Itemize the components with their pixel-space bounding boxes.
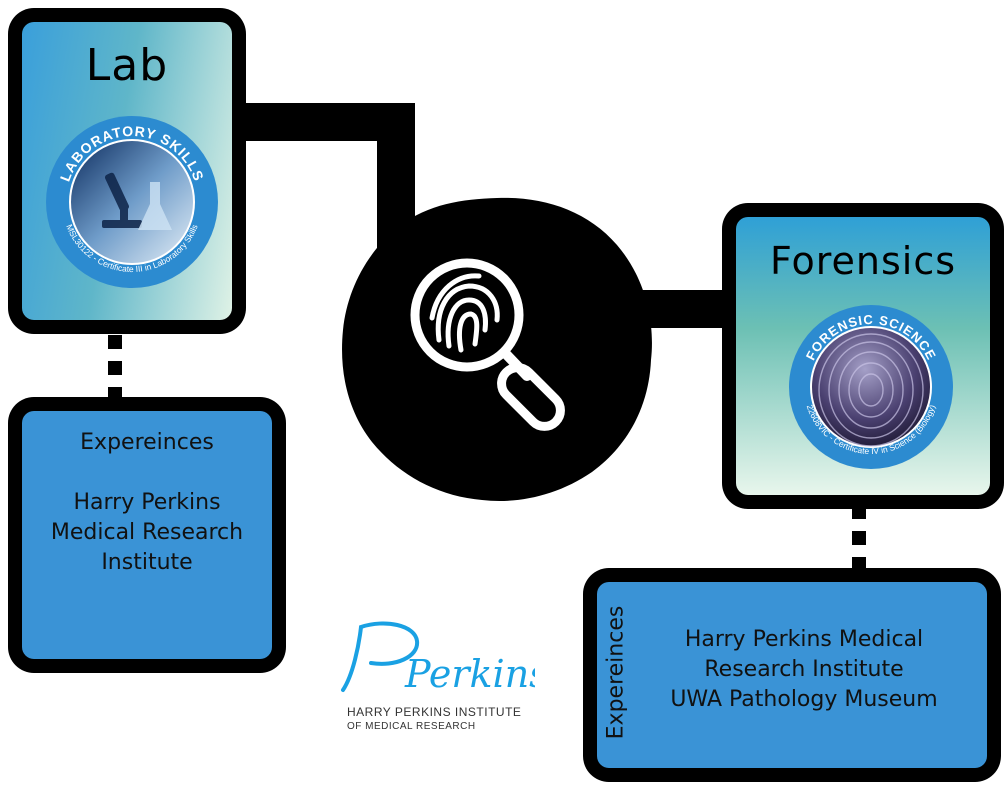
- perkins-logo-line-2: OF MEDICAL RESEARCH: [347, 721, 476, 732]
- forensics-experience-line-3: UWA Pathology Museum: [670, 687, 938, 712]
- forensic-science-badge: FORENSIC SCIENCE 22608VIC - Certificate …: [789, 305, 953, 469]
- lab-card: Lab LABORATORY SKILLS: [8, 8, 246, 334]
- forensics-experience-line-1: Harry Perkins Medical: [684, 627, 924, 652]
- forensics-card: Forensics FORENSIC SCIEN: [722, 203, 1004, 509]
- lab-experience-line-2: Medical Research: [50, 520, 244, 545]
- lab-card-panel: Lab LABORATORY SKILLS: [22, 22, 232, 320]
- connector-forensics-dotted: [852, 505, 866, 575]
- center-emblem: [342, 197, 652, 501]
- lab-experience-heading: Expereinces: [80, 430, 214, 455]
- fingerprint-globe-icon: [818, 333, 924, 447]
- fingerprint-magnifier-icon: [410, 258, 565, 431]
- microscope-lab-icon: [102, 172, 172, 230]
- forensics-experience-card: Expereinces Harry Perkins Medical Resear…: [583, 568, 1001, 782]
- lab-experience-line-1: Harry Perkins: [73, 490, 221, 515]
- perkins-logo-mark: Perkins: [341, 621, 535, 696]
- lab-experience-line-3: Institute: [101, 550, 193, 575]
- perkins-wordmark: Perkins: [404, 652, 535, 696]
- lab-experience-panel: Expereinces Harry Perkins Medical Resear…: [22, 411, 272, 659]
- perkins-logo: Perkins HARRY PERKINS INSTITUTE OF MEDIC…: [335, 615, 535, 740]
- forensics-experience-line-2: Research Institute: [704, 657, 904, 682]
- connector-lab-dotted: [108, 335, 122, 405]
- lab-experience-card: Expereinces Harry Perkins Medical Resear…: [8, 397, 286, 673]
- forensics-card-title: Forensics: [769, 239, 957, 283]
- laboratory-skills-badge: LABORATORY SKILLS MSL30122 - Certificate…: [46, 116, 218, 288]
- perkins-logo-line-1: HARRY PERKINS INSTITUTE: [347, 705, 522, 719]
- forensics-experience-panel: Expereinces Harry Perkins Medical Resear…: [597, 582, 987, 768]
- lab-card-title: Lab: [85, 40, 169, 91]
- forensics-card-panel: Forensics FORENSIC SCIEN: [736, 217, 990, 495]
